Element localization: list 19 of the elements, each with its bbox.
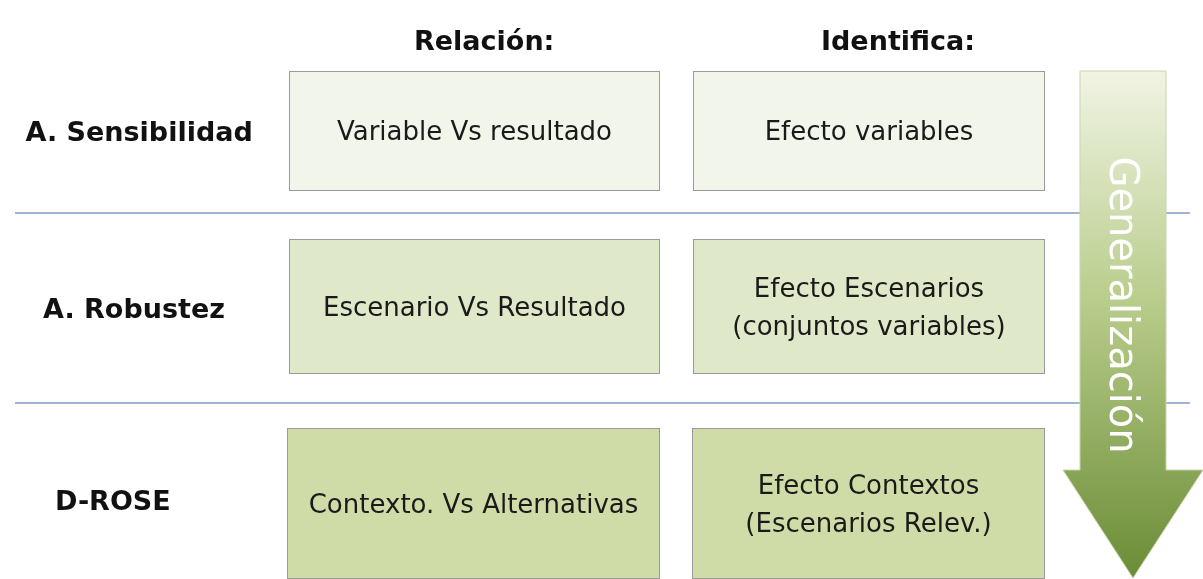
text-box — [692, 428, 1045, 579]
text-box — [693, 71, 1045, 191]
arrow-label: Generalización — [1100, 156, 1147, 454]
box-text: Efecto Contextos (Escenarios Relev.) — [744, 468, 993, 540]
text-box — [289, 239, 660, 374]
text-box — [287, 428, 660, 579]
text-box — [693, 239, 1045, 374]
row-label: A. Sensibilidad — [25, 115, 253, 147]
box-text: Variable Vs resultado — [337, 115, 612, 148]
text-box — [289, 71, 660, 191]
box-text: Escenario Vs Resultado — [322, 290, 626, 324]
box-text: Efecto variables — [764, 115, 974, 148]
down-arrow-shape — [1062, 70, 1203, 579]
box-text: Contexto. Vs Alternativas — [308, 487, 639, 521]
column-header: Relación: — [414, 24, 555, 56]
box-text: Efecto Escenarios (conjuntos variables) — [731, 271, 1007, 343]
row-label: A. Robustez — [43, 292, 225, 324]
column-header: Identifica: — [821, 24, 976, 56]
row-label: D-ROSE — [55, 484, 171, 516]
